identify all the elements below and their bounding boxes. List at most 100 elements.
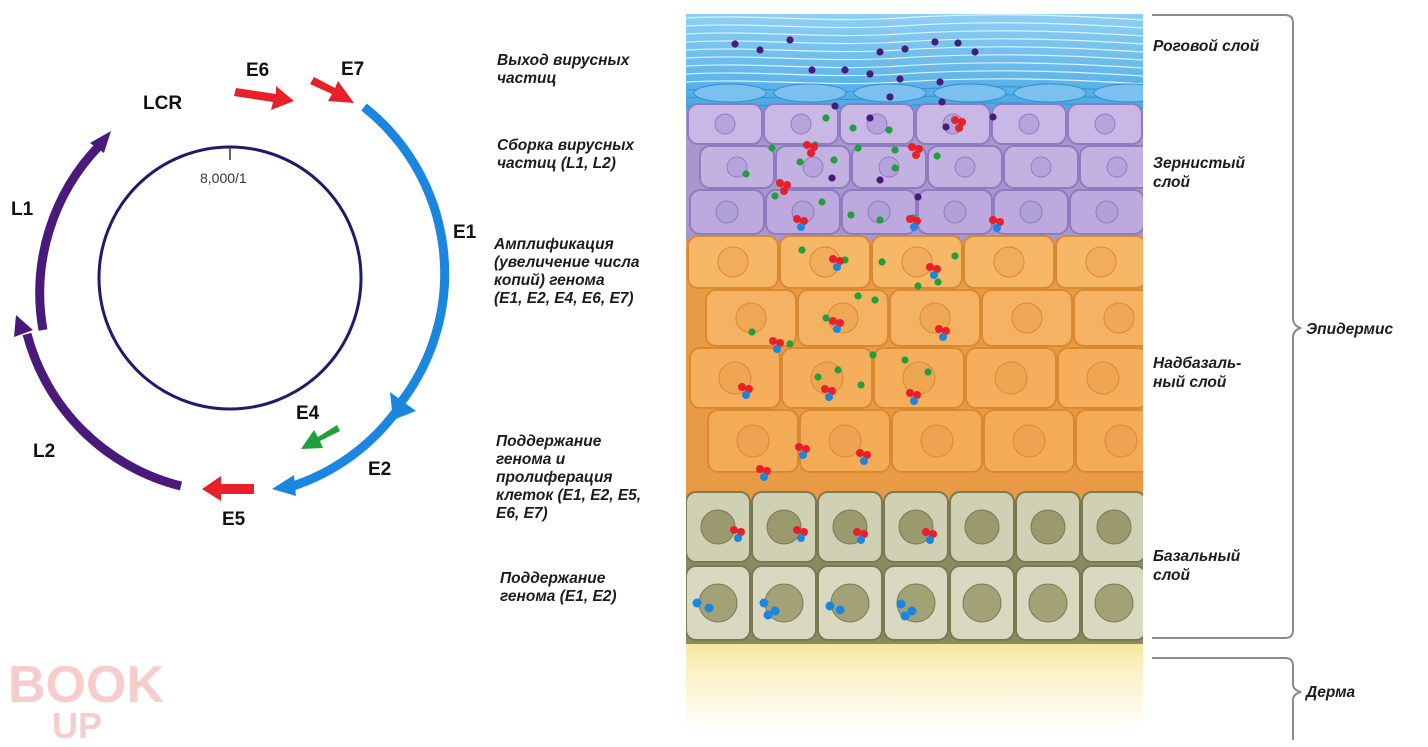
suprabasal-cell-nucleus	[1085, 246, 1117, 278]
viral-protein-particle	[901, 356, 909, 364]
l2-arrowhead-icon	[14, 315, 33, 337]
virion-particle	[731, 40, 739, 48]
gene-label-l2: L2	[33, 441, 55, 462]
viral-genome-copy	[860, 457, 868, 465]
viral-protein-particle	[871, 296, 879, 304]
stage-1-line-1: частиц (L1, L2)	[497, 155, 616, 172]
viral-protein-particle	[891, 164, 899, 172]
cornified-line	[686, 38, 1143, 45]
viral-protein-particle	[869, 351, 877, 359]
genome-circle	[97, 145, 363, 411]
cornified-cell	[933, 83, 1007, 103]
suprabasal-cell-nucleus	[1103, 302, 1135, 334]
stage-3-line-0: Поддержание	[496, 433, 602, 450]
virion-particle	[866, 114, 874, 122]
viral-genome-copy	[800, 528, 808, 536]
suprabasal-cell-nucleus	[1086, 361, 1120, 395]
layer-label-granular: Зернистый слой	[1153, 155, 1249, 191]
viral-protein-particle	[857, 381, 865, 389]
viral-genome-copy	[793, 526, 801, 534]
viral-genome-copy	[951, 116, 959, 124]
viral-protein-particle	[818, 198, 826, 206]
viral-genome-copy	[797, 223, 805, 231]
layer-2-line-0: Надбазаль-	[1153, 355, 1241, 372]
viral-episome	[692, 598, 702, 608]
viral-protein-particle	[878, 258, 886, 266]
granular-cell-nucleus	[715, 200, 739, 224]
suprabasal-cell-nucleus	[993, 246, 1025, 278]
cornified-line	[686, 54, 1143, 61]
suprabasal-cell-nucleus	[1012, 424, 1046, 458]
suprabasal-cell-nucleus	[901, 246, 933, 278]
virion-particle	[866, 70, 874, 78]
viral-genome-copy	[810, 143, 818, 151]
viral-genome-copy	[737, 528, 745, 536]
viral-genome-copy	[780, 187, 788, 195]
viral-genome-copy	[857, 536, 865, 544]
virion-particle	[936, 78, 944, 86]
basal-cell-nucleus	[964, 509, 1000, 545]
stage-2-line-3: (E1, E2, E4, E6, E7)	[494, 290, 634, 307]
layer-0-line-0: Роговой слой	[1153, 38, 1260, 55]
granular-cell-nucleus	[714, 113, 736, 135]
viral-protein-particle	[771, 192, 779, 200]
virion-particle	[896, 75, 904, 83]
virion-particle	[876, 48, 884, 56]
viral-genome-copy	[836, 257, 844, 265]
group-label-epidermis: Эпидермис	[1306, 321, 1393, 338]
cornified-cell	[773, 83, 847, 103]
virion-particle	[808, 66, 816, 74]
viral-genome-copy	[760, 473, 768, 481]
viral-episome	[907, 606, 917, 616]
viral-genome-copy	[763, 467, 771, 475]
basal-cell-nucleus	[1096, 509, 1132, 545]
viral-genome-copy	[908, 143, 916, 151]
viral-genome-copy	[955, 124, 963, 132]
viral-protein-particle	[849, 124, 857, 132]
logo-text-up: UP	[52, 705, 102, 746]
virion-particle	[938, 98, 946, 106]
gene-label-e2: E2	[368, 459, 391, 480]
viral-genome-copy	[797, 534, 805, 542]
viral-genome-copy	[795, 443, 803, 451]
viral-genome-copy	[915, 145, 923, 153]
viral-genome-copy	[745, 385, 753, 393]
bookup-logo: BOOK UP	[8, 656, 164, 746]
l1-arrowhead-icon	[90, 131, 111, 153]
layer-2-line-1: ный слой	[1153, 374, 1227, 391]
suprabasal-cell-nucleus	[902, 361, 936, 395]
granular-cell-nucleus	[1095, 200, 1119, 224]
cornified-cell	[693, 83, 767, 103]
cornified-line	[686, 62, 1143, 69]
viral-genome-copy	[783, 181, 791, 189]
layer-3-line-0: Базальный	[1153, 548, 1241, 565]
virion-particle	[971, 48, 979, 56]
cornified-cell	[1013, 83, 1087, 103]
viral-protein-particle	[768, 144, 776, 152]
viral-genome-copy	[906, 215, 914, 223]
viral-genome-copy	[989, 216, 997, 224]
layer-1-line-1: слой	[1153, 174, 1191, 191]
stage-label-maintenance-proliferation: Поддержание генома и пролиферация клеток…	[496, 433, 645, 522]
viral-protein-particle	[834, 366, 842, 374]
viral-genome-copy	[929, 530, 937, 538]
basal-cell-nucleus	[1028, 583, 1068, 623]
viral-genome-copy	[856, 449, 864, 457]
viral-genome-copy	[912, 151, 920, 159]
viral-genome-copy	[942, 327, 950, 335]
viral-protein-particle	[748, 328, 756, 336]
tissue-cells	[686, 103, 1143, 641]
e1-arc	[361, 103, 450, 404]
epidermis-bracket	[1152, 14, 1302, 639]
basal-cell-nucleus	[962, 583, 1002, 623]
gene-label-lcr: LCR	[143, 93, 182, 114]
viral-protein-particle	[854, 292, 862, 300]
viral-genome-copy	[756, 465, 764, 473]
viral-protein-particle	[742, 170, 750, 178]
dermis-band	[686, 640, 1143, 726]
viral-genome-copy	[799, 451, 807, 459]
granular-cell-nucleus	[790, 113, 812, 135]
viral-protein-particle	[924, 368, 932, 376]
viral-protein-particle	[814, 373, 822, 381]
e6-arrow-icon	[234, 86, 294, 110]
